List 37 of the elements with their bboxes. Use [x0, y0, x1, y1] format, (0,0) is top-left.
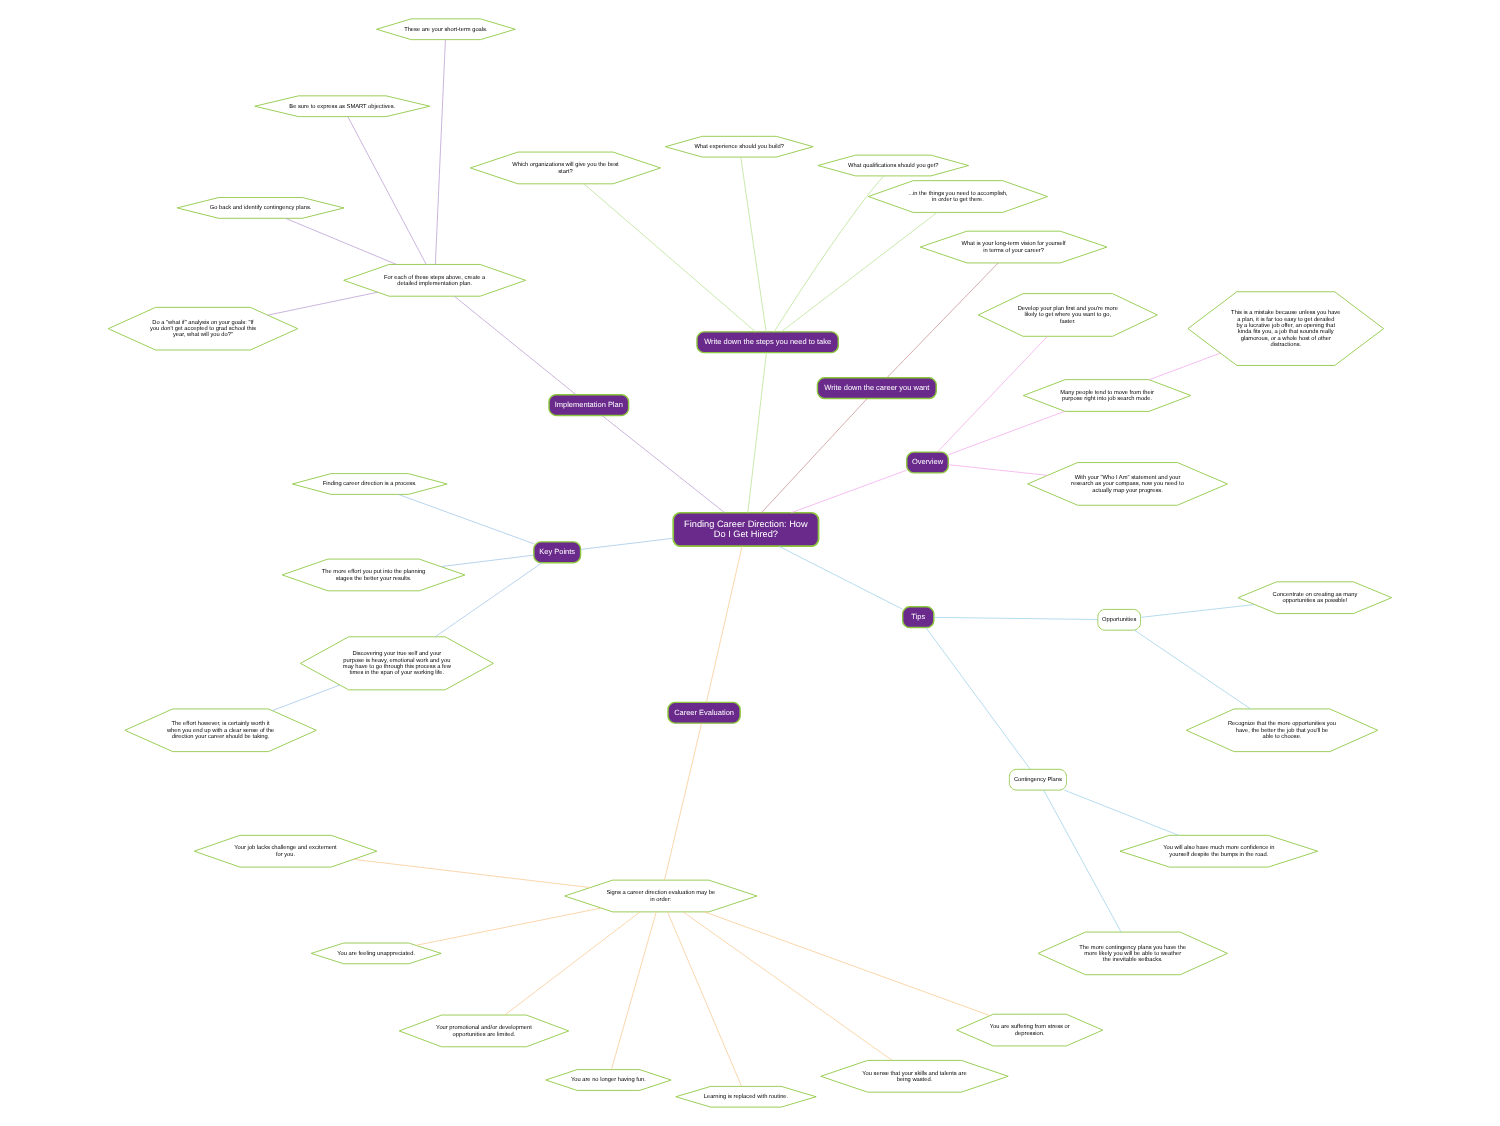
connector — [1140, 604, 1255, 618]
connector — [271, 684, 341, 711]
connector — [790, 469, 908, 514]
connector — [682, 911, 893, 1061]
connector — [454, 296, 577, 396]
connector — [667, 911, 742, 1087]
connector — [285, 218, 397, 265]
connector — [706, 545, 743, 703]
connector — [583, 183, 756, 333]
connector — [353, 858, 591, 888]
connector — [434, 562, 543, 638]
connector — [347, 116, 427, 265]
connector — [440, 554, 535, 567]
connector — [601, 415, 726, 514]
connector — [704, 911, 991, 1016]
connector — [1134, 629, 1252, 710]
connector — [397, 494, 535, 545]
connector — [1063, 789, 1179, 836]
connector — [778, 545, 903, 610]
connector — [267, 291, 379, 316]
connector — [886, 262, 999, 378]
connector — [434, 39, 446, 265]
connector — [664, 723, 702, 881]
connector — [415, 907, 602, 946]
connector — [580, 537, 674, 550]
connector — [504, 911, 641, 1016]
connector — [937, 336, 1048, 453]
connector — [947, 410, 1066, 456]
connector — [1043, 789, 1122, 933]
connector — [747, 352, 767, 514]
connector — [948, 464, 1048, 476]
connector — [611, 911, 657, 1070]
connector — [761, 398, 868, 514]
connector — [933, 617, 1099, 620]
connector — [925, 627, 1031, 770]
connector — [1149, 352, 1221, 381]
connector — [740, 156, 767, 333]
